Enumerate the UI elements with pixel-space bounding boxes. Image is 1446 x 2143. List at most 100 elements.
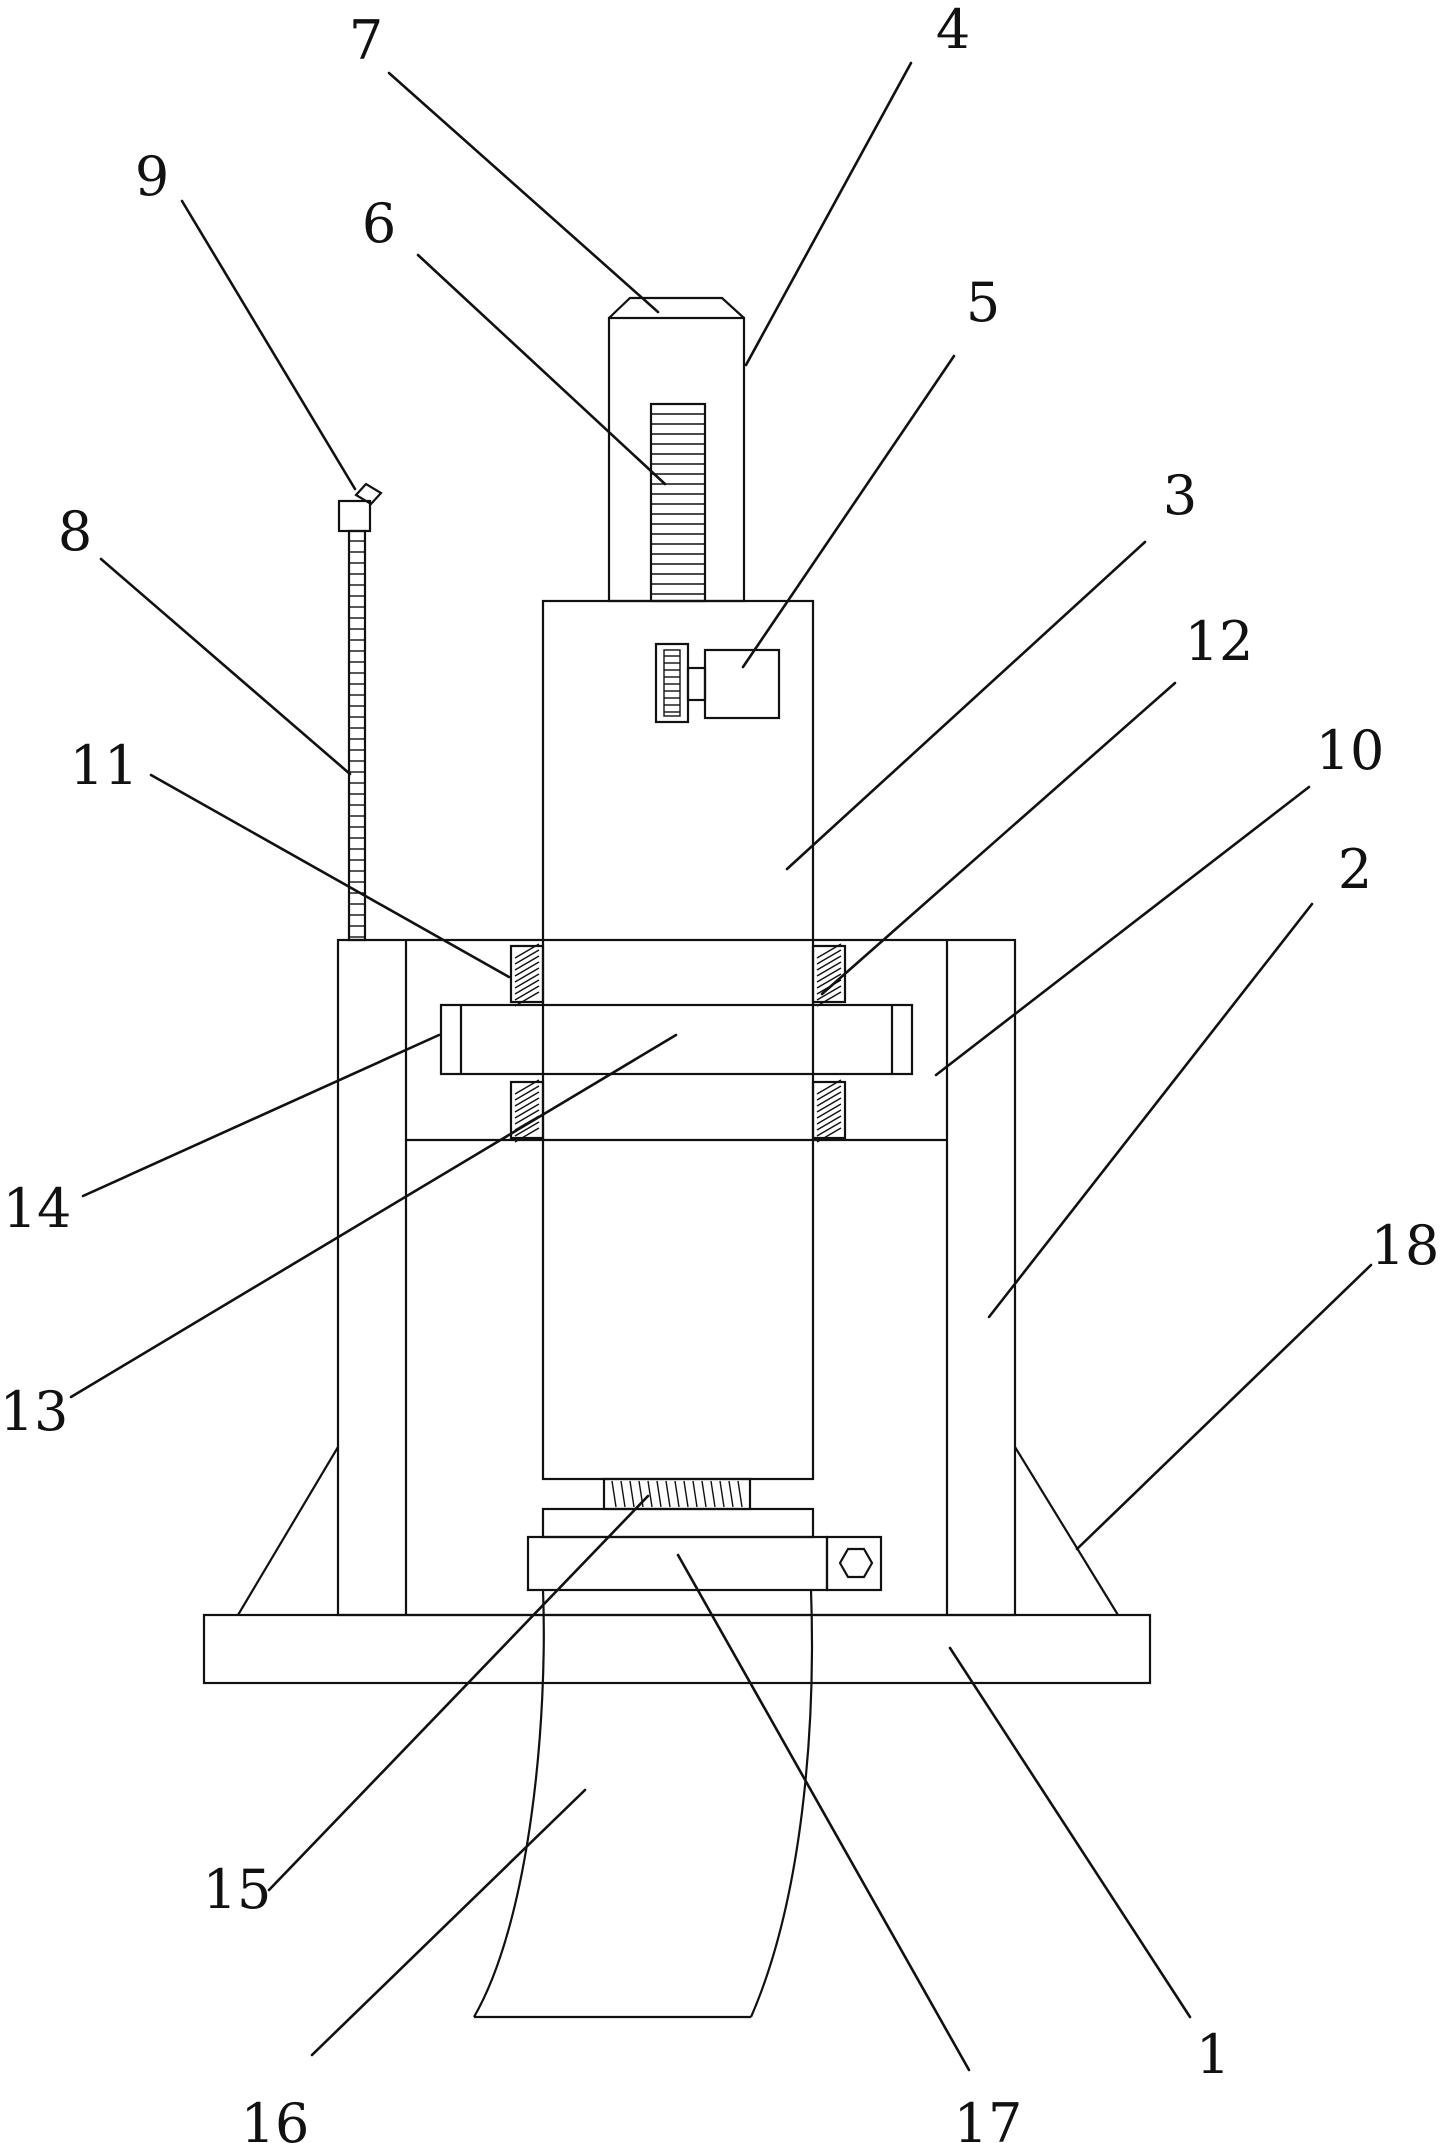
bearing-hatch-line — [816, 1085, 842, 1101]
callout-9: 9 — [135, 145, 169, 208]
leader-line-11 — [149, 773, 511, 979]
bearing-hatch-line — [514, 961, 540, 977]
leader-line-8 — [99, 557, 352, 776]
bearing-hatch-line — [816, 1109, 842, 1125]
leader-line-13 — [69, 1033, 678, 1399]
drive-motor — [654, 642, 781, 724]
leader-line-2 — [987, 902, 1314, 1319]
callout-8: 8 — [58, 500, 92, 563]
rack-gear — [649, 402, 707, 603]
cross-beam — [439, 1003, 914, 1076]
callout-6: 6 — [362, 192, 396, 255]
bearing-hatch-line — [816, 949, 842, 965]
callout-17: 17 — [954, 2092, 1023, 2143]
coupling-thread — [719, 1480, 725, 1508]
bearing-hatch-line — [514, 1091, 540, 1107]
bearing-hatch-line — [514, 949, 540, 965]
callout-1: 1 — [1196, 2023, 1230, 2086]
leader-line-10 — [934, 785, 1311, 1077]
bearing-hatch-line — [514, 955, 540, 971]
base-plate — [202, 1613, 1152, 1685]
callout-10: 10 — [1316, 719, 1385, 782]
callout-13: 13 — [0, 1380, 68, 1443]
coupling-thread — [620, 1480, 626, 1508]
bearing-hatch-line — [816, 943, 842, 959]
bearing-hatch-line — [514, 979, 540, 995]
leader-line-16 — [310, 1788, 587, 2057]
leader-line-1 — [948, 1646, 1192, 2019]
leader-line-12 — [820, 681, 1177, 996]
bearing-hatch-line — [514, 1079, 540, 1095]
housing — [336, 938, 1017, 1617]
indicator-head — [337, 482, 383, 533]
callout-18: 18 — [1371, 1214, 1440, 1277]
bearing-hatch-line — [816, 1079, 842, 1095]
bearing-hatch-line — [816, 1103, 842, 1119]
callout-5: 5 — [966, 271, 1000, 334]
callout-11: 11 — [70, 734, 139, 797]
gusset-supports — [237, 1446, 1119, 1616]
bearing-hatch-line — [816, 991, 842, 1007]
measuring-rod — [347, 529, 367, 942]
leader-line-5 — [741, 354, 956, 669]
callout-3: 3 — [1163, 464, 1197, 527]
callout-12: 12 — [1185, 610, 1254, 673]
bearing-hatch-line — [514, 1109, 540, 1125]
bearing-hatch-line — [514, 943, 540, 959]
bearing-hatch-line — [514, 973, 540, 989]
bearing-blocks — [509, 943, 847, 1143]
callout-14: 14 — [3, 1177, 72, 1240]
leader-line-14 — [81, 1033, 441, 1198]
bearing-hatch-line — [514, 1097, 540, 1113]
callout-16: 16 — [241, 2092, 310, 2143]
coupling-thread — [611, 1480, 617, 1508]
bearing-hatch-line — [816, 1097, 842, 1113]
leader-line-9 — [180, 199, 357, 491]
bearing-hatch-line — [514, 1127, 540, 1143]
bearing-hatch-line — [816, 1121, 842, 1137]
bearing-hatch-line — [816, 955, 842, 971]
bearing-hatch-line — [816, 1115, 842, 1131]
bearing-hatch-line — [816, 1127, 842, 1143]
coupling-thread — [728, 1480, 734, 1508]
main-column — [541, 599, 815, 1481]
coupling-thread — [629, 1480, 635, 1508]
leader-line-4 — [744, 61, 913, 367]
coupling-thread — [737, 1480, 743, 1508]
callout-15: 15 — [203, 1858, 272, 1921]
coupling-thread — [665, 1480, 671, 1508]
coupling-thread — [674, 1480, 680, 1508]
bearing-hatch-line — [514, 1121, 540, 1137]
coupling-thread — [647, 1480, 653, 1508]
clamp-collar — [526, 1507, 883, 1592]
curved-blade — [473, 1589, 814, 2019]
bearing-hatch-line — [514, 1085, 540, 1101]
callout-2: 2 — [1338, 838, 1372, 901]
bearing-hatch-line — [816, 967, 842, 983]
leader-line-3 — [785, 540, 1147, 871]
bearing-hatch-line — [816, 985, 842, 1001]
bearing-hatch-line — [514, 1103, 540, 1119]
bearing-hatch-line — [816, 1091, 842, 1107]
bearing-hatch-line — [514, 967, 540, 983]
leader-line-17 — [676, 1553, 971, 2072]
leader-line-6 — [416, 253, 667, 486]
callout-7: 7 — [349, 9, 383, 72]
bearing-hatch-line — [514, 991, 540, 1007]
coupling-thread — [656, 1480, 662, 1508]
leader-line-18 — [1075, 1263, 1373, 1551]
threaded-coupling — [602, 1477, 752, 1511]
callout-4: 4 — [936, 0, 970, 61]
coupling-thread — [683, 1480, 689, 1508]
bearing-hatch-line — [816, 973, 842, 989]
leader-line-15 — [267, 1494, 650, 1892]
leader-line-7 — [387, 71, 660, 314]
leader-lines — [69, 61, 1373, 2072]
bearing-hatch-line — [816, 961, 842, 977]
bearing-hatch-line — [514, 985, 540, 1001]
coupling-thread — [701, 1480, 707, 1508]
coupling-thread — [710, 1480, 716, 1508]
coupling-thread — [692, 1480, 698, 1508]
